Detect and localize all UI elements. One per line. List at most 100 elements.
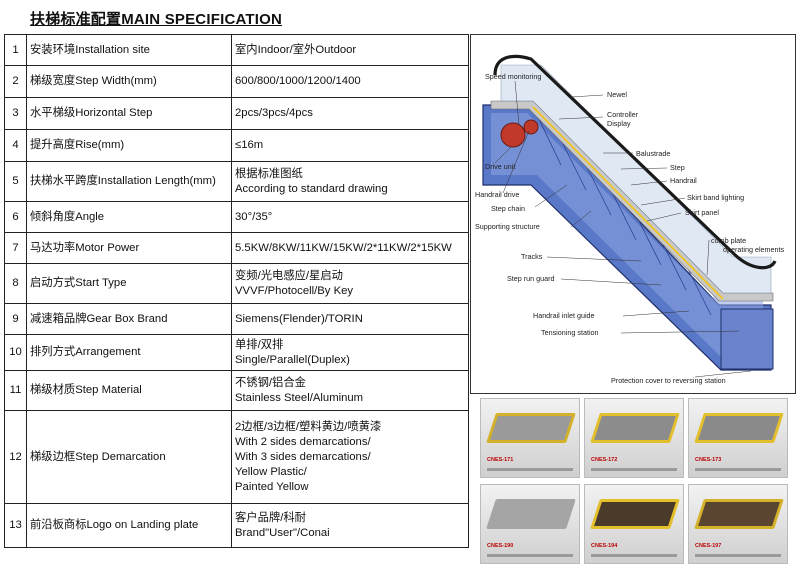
label-protection-cover: Protection cover to reversing station	[611, 376, 726, 385]
label-speed-monitoring: Speed monitoring	[485, 72, 541, 81]
row-number: 13	[4, 503, 27, 548]
product-parameter-bar	[591, 468, 677, 471]
label-skirt-panel: Skirt panel	[685, 208, 719, 217]
spec-value-line: Siemens(Flender)/TORIN	[235, 312, 363, 325]
handrail-shape	[493, 54, 777, 270]
spec-value-line: With 2 sides demarcations/	[235, 435, 371, 448]
step-slab-image	[590, 413, 680, 443]
spec-value: 2边框/3边框/塑料黄边/喷黄漆 With 2 sides demarcation…	[231, 410, 469, 504]
product-parameter-bar	[695, 468, 781, 471]
spec-label: 水平梯级Horizontal Step	[26, 97, 232, 130]
label-step-run-guard: Step run guard	[507, 274, 555, 283]
spec-value-line: 客户品牌/科耐	[235, 511, 306, 524]
spec-value-line: 2边框/3边框/塑料黄边/喷黄漆	[235, 420, 382, 433]
row-number: 6	[4, 201, 27, 233]
step-photo: CNES-190	[480, 484, 580, 564]
spec-value: 不锈钢/铝合金 Stainless Steel/Aluminum	[231, 370, 469, 411]
spec-label: 梯级宽度Step Width(mm)	[26, 65, 232, 98]
spec-value-line: 5.5KW/8KW/11KW/15KW/2*11KW/2*15KW	[235, 241, 452, 254]
spec-value-line: 变频/光电感应/星启动	[235, 269, 343, 282]
step-slab-image	[694, 413, 784, 443]
truss-inner-shape	[491, 113, 763, 361]
product-parameter-bar	[695, 554, 781, 557]
spec-label: 启动方式Start Type	[26, 263, 232, 304]
spec-label: 扶梯水平跨度Installation Length(mm)	[26, 161, 232, 202]
spec-value: 600/800/1000/1200/1400	[231, 65, 469, 98]
product-parameter-bar	[487, 554, 573, 557]
spec-value: 室内Indoor/室外Outdoor	[231, 34, 469, 66]
spec-value: ≤16m	[231, 129, 469, 162]
label-display: Display	[607, 119, 631, 128]
step-photo: CNES-172	[584, 398, 684, 478]
drive-unit-gear	[500, 122, 526, 148]
product-code: CNES-190	[487, 543, 514, 549]
row-number: 7	[4, 232, 27, 264]
spec-label: 前沿板商标Logo on Landing plate	[26, 503, 232, 548]
row-number: 11	[4, 370, 27, 411]
spec-value: 30°/35°	[231, 201, 469, 233]
label-supporting-structure: Supporting structure	[475, 222, 540, 231]
label-balustrade: Balustrade	[636, 149, 670, 158]
handrail-drive-gear	[523, 119, 539, 135]
label-newel: Newel	[607, 90, 627, 99]
spec-value-line: According to standard drawing	[235, 182, 388, 195]
spec-label: 安装环境Installation site	[26, 34, 232, 66]
skirt-light-line	[532, 106, 724, 300]
spec-value: Siemens(Flender)/TORIN	[231, 303, 469, 335]
spec-value-line: 室内Indoor/室外Outdoor	[235, 43, 357, 56]
row-number: 9	[4, 303, 27, 335]
callout-leaders	[494, 80, 752, 378]
product-code: CNES-194	[591, 543, 618, 549]
label-operating-elements: operating elements	[723, 245, 785, 254]
truss-lattice	[536, 114, 712, 316]
product-code: CNES-173	[695, 457, 722, 463]
spec-value: 2pcs/3pcs/4pcs	[231, 97, 469, 130]
spec-label: 排列方式Arrangement	[26, 334, 232, 371]
spec-value-line: Brand"User"/Conai	[235, 526, 330, 539]
step-photo: CNES-173	[688, 398, 788, 478]
spec-value-line: 单排/双排	[235, 338, 284, 351]
row-number: 2	[4, 65, 27, 98]
step-slab-image	[590, 499, 680, 529]
step-slab-image	[694, 499, 784, 529]
product-code: CNES-171	[487, 457, 514, 463]
label-drive-unit: Drive unit	[485, 162, 515, 171]
label-handrail-drive: Handrail drive	[475, 190, 519, 199]
product-parameter-bar	[591, 554, 677, 557]
label-handrail-inlet-guide: Handrail inlet guide	[533, 311, 595, 320]
label-handrail: Handrail	[670, 176, 697, 185]
label-tensioning-station: Tensioning station	[541, 328, 599, 337]
page-title: 扶梯标准配置MAIN SPECIFICATION	[30, 11, 283, 28]
spec-value-line: Single/Parallel(Duplex)	[235, 353, 350, 366]
row-number: 12	[4, 410, 27, 504]
label-step-chain: Step chain	[491, 204, 525, 213]
product-parameter-bar	[487, 468, 573, 471]
escalator-diagram-svg: Speed monitoring Newel Controller Displa…	[475, 54, 785, 385]
product-code: CNES-172	[591, 457, 618, 463]
label-skirt-band-lighting: Skirt band lighting	[687, 193, 744, 202]
spec-value-line: 不锈钢/铝合金	[235, 376, 306, 389]
row-number: 4	[4, 129, 27, 162]
spec-label: 减速箱品牌Gear Box Brand	[26, 303, 232, 335]
spec-value: 单排/双排 Single/Parallel(Duplex)	[231, 334, 469, 371]
step-slab-image	[486, 499, 576, 529]
label-step: Step	[670, 163, 685, 172]
row-number: 5	[4, 161, 27, 202]
row-number: 3	[4, 97, 27, 130]
spec-value-line: Stainless Steel/Aluminum	[235, 391, 364, 404]
spec-value-line: 2pcs/3pcs/4pcs	[235, 107, 313, 119]
step-photo: CNES-171	[480, 398, 580, 478]
spec-value: 客户品牌/科耐 Brand"User"/Conai	[231, 503, 469, 548]
